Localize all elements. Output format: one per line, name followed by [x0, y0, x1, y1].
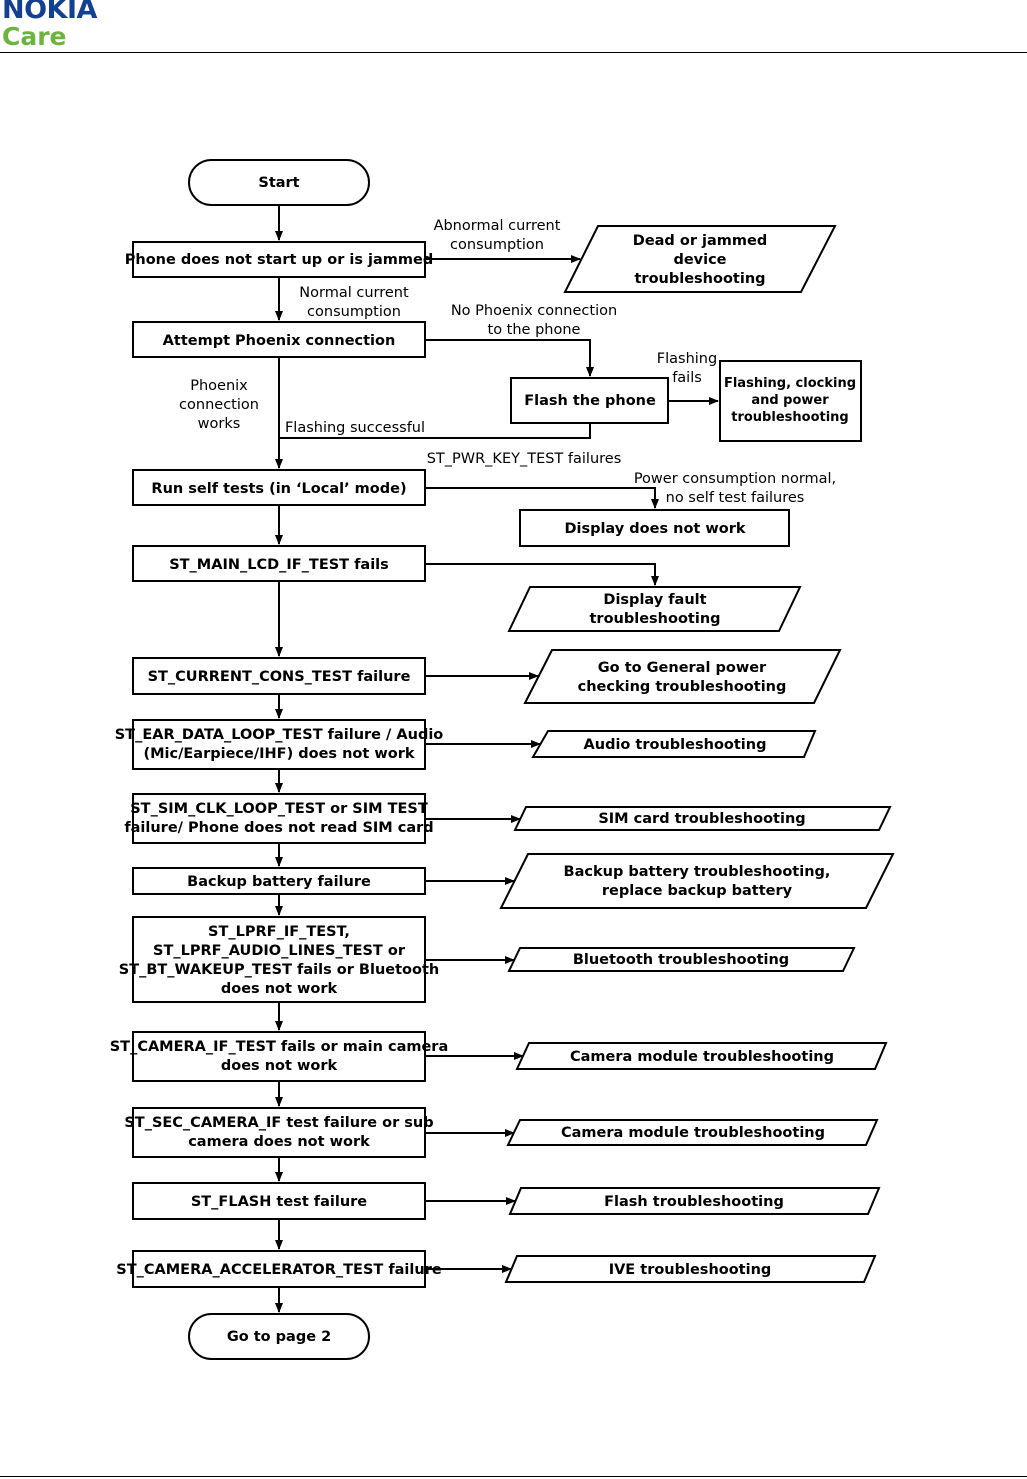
connector — [425, 339, 594, 377]
logo-brand: NOKIA — [2, 0, 97, 25]
flashing-clocking-label-2: and power — [751, 393, 829, 408]
sim-ts-label: SIM card troubleshooting — [598, 811, 805, 827]
edge-label-no-phoenix-2: to the phone — [488, 322, 581, 338]
dead-label-2: device — [673, 252, 726, 268]
lprf-label-2: ST_LPRF_AUDIO_LINES_TEST or — [153, 943, 406, 959]
edge-label-flash-success: Flashing successful — [285, 420, 425, 436]
display-fault-label-2: troubleshooting — [589, 611, 720, 627]
footer-rule — [0, 1476, 1027, 1477]
backup-ts-parallelogram — [499, 853, 895, 909]
ear-data-label-1: ST_EAR_DATA_LOOP_TEST failure / Audio — [115, 727, 444, 743]
camera-ts1-label: Camera module troubleshooting — [570, 1049, 834, 1065]
ive-ts-parallelogram — [504, 1255, 877, 1283]
backup-ts-label-1: Backup battery troubleshooting, — [564, 864, 831, 880]
camera-ts1-parallelogram — [515, 1042, 888, 1070]
ear-data-label-2: (Mic/Earpiece/IHF) does not work — [143, 746, 414, 762]
general-power-parallelogram — [523, 649, 842, 704]
sim-clk-label-1: ST_SIM_CLK_LOOP_TEST or SIM TEST — [130, 801, 428, 817]
sec-camera-label-1: ST_SEC_CAMERA_IF test failure or sub — [124, 1115, 433, 1131]
phone-not-start-label: Phone does not start up or is jammed — [125, 252, 433, 268]
flashing-clocking-label-1: Flashing, clocking — [724, 376, 856, 391]
general-power-label-1: Go to General power — [598, 660, 767, 676]
ive-ts-label: IVE troubleshooting — [609, 1262, 772, 1278]
sim-clk-label-2: failure/ Phone does not read SIM card — [124, 820, 433, 836]
flashing-clocking-box — [719, 360, 862, 442]
edge-label-abnormal-1: Abnormal current — [434, 218, 561, 234]
edge-label-flash-fails-2: fails — [672, 370, 702, 386]
edge-label-flash-fails-1: Flashing — [657, 351, 717, 367]
display-fault-parallelogram — [507, 586, 802, 632]
bluetooth-ts-label: Bluetooth troubleshooting — [573, 952, 789, 968]
edge-label-pwr-key: ST_PWR_KEY_TEST failures — [427, 451, 622, 467]
edge-label-normal-2: consumption — [307, 304, 401, 320]
flash-phone-label: Flash the phone — [524, 393, 656, 409]
camera-if-label-1: ST_CAMERA_IF_TEST fails or main camera — [110, 1039, 449, 1055]
lprf-label-1: ST_LPRF_IF_TEST, — [208, 924, 350, 940]
main-lcd-label: ST_MAIN_LCD_IF_TEST fails — [169, 557, 389, 573]
display-fault-label-1: Display fault — [603, 592, 706, 608]
display-not-work-box — [519, 509, 790, 547]
connector — [279, 423, 591, 439]
general-power-label-2: checking troubleshooting — [578, 679, 787, 695]
end-terminator — [188, 1313, 370, 1360]
start-label: Start — [258, 175, 299, 191]
display-not-work-label: Display does not work — [564, 521, 745, 537]
edge-label-no-phoenix-1: No Phoenix connection — [451, 303, 617, 319]
logo-sub: Care — [2, 22, 67, 51]
edge-label-phoenix-works-3: works — [198, 416, 241, 432]
camera-ts2-label: Camera module troubleshooting — [561, 1125, 825, 1141]
edge-label-phoenix-works-1: Phoenix — [190, 378, 248, 394]
dead-label-3: troubleshooting — [634, 271, 765, 287]
flash-ts-parallelogram — [508, 1187, 881, 1215]
flash-test-label: ST_FLASH test failure — [191, 1194, 367, 1210]
edge-label-power-normal-1: Power consumption normal, — [634, 471, 836, 487]
edge-label-abnormal-2: consumption — [450, 237, 544, 253]
flashing-clocking-label-3: troubleshooting — [731, 410, 848, 425]
camera-accel-label: ST_CAMERA_ACCELERATOR_TEST failure — [116, 1262, 442, 1278]
sec-camera-label-2: camera does not work — [188, 1134, 370, 1150]
connector — [425, 487, 659, 509]
dead-jammed-parallelogram — [563, 225, 837, 293]
attempt-phoenix-label: Attempt Phoenix connection — [163, 333, 396, 349]
flash-ts-label: Flash troubleshooting — [604, 1194, 784, 1210]
edge-label-phoenix-works-2: connection — [179, 397, 259, 413]
dead-label-1: Dead or jammed — [633, 233, 767, 249]
backup-battery-label: Backup battery failure — [187, 874, 371, 890]
current-cons-label: ST_CURRENT_CONS_TEST failure — [148, 669, 411, 685]
header-rule — [0, 52, 1027, 53]
run-self-tests-label: Run self tests (in ‘Local’ mode) — [151, 481, 406, 497]
camera-if-label-2: does not work — [221, 1058, 338, 1074]
connector — [425, 563, 659, 586]
edge-label-normal-1: Normal current — [299, 285, 409, 301]
lprf-label-4: does not work — [221, 981, 338, 997]
edge-label-power-normal-2: no self test failures — [666, 490, 805, 506]
audio-ts-label: Audio troubleshooting — [584, 737, 767, 753]
audio-ts-parallelogram — [531, 730, 817, 758]
lprf-label-3: ST_BT_WAKEUP_TEST fails or Bluetooth — [119, 962, 439, 978]
backup-ts-label-2: replace backup battery — [602, 883, 793, 899]
go-to-page-2-label: Go to page 2 — [227, 1329, 331, 1345]
